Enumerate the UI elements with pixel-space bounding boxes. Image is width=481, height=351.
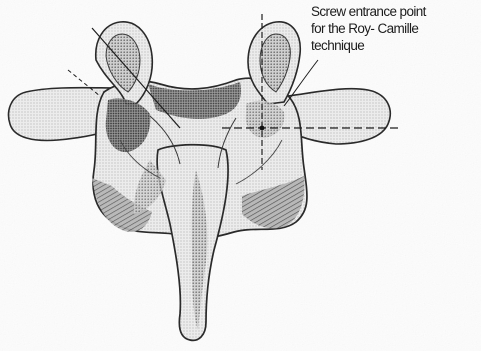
label-line-2: for the Roy- Camille <box>311 20 479 37</box>
label-line-1: Screw entrance point <box>311 3 479 20</box>
screw-entrance-label: Screw entrance point for the Roy- Camill… <box>311 3 479 54</box>
screw-entrance-point-marker <box>260 126 265 131</box>
label-line-3: technique <box>311 37 479 54</box>
